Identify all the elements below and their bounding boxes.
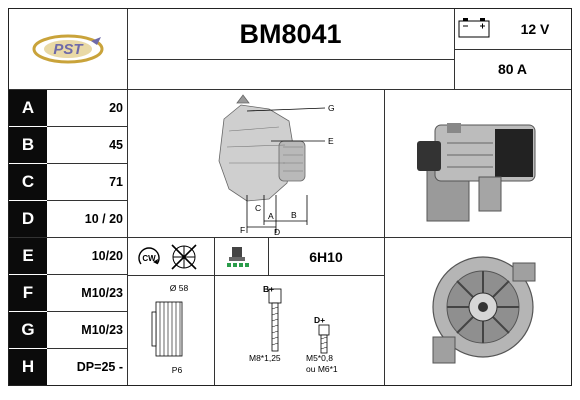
logo-text: PST — [53, 41, 84, 58]
terminal-d-plus: D+ — [314, 315, 326, 325]
row-letter: F — [9, 275, 47, 311]
divider — [268, 237, 269, 275]
regulator-icon — [223, 243, 255, 276]
part-number: BM8041 — [239, 18, 342, 49]
alternator-side-photo — [387, 93, 569, 235]
terminal-d-thread: M5*0,8 — [306, 353, 333, 363]
row-value: M10/23 — [81, 286, 123, 300]
row-letter: B — [9, 127, 47, 163]
pulley-grooves: P6 — [171, 365, 183, 375]
divider — [127, 275, 384, 276]
alternator-front-photo — [387, 241, 569, 383]
row-letter: H — [9, 349, 47, 385]
dimension-diagram: G E C A B F D — [129, 91, 383, 237]
row-letter: E — [9, 238, 47, 274]
row-letter: C — [9, 164, 47, 200]
pulley-diameter: Ø 58 — [169, 283, 189, 293]
divider — [214, 237, 215, 385]
diagram-label-e: E — [328, 136, 334, 146]
divider — [47, 163, 127, 164]
cw-rotation-icon: CW — [135, 244, 163, 275]
row-letter: D — [9, 201, 47, 237]
pulley-code: 6H10 — [309, 248, 343, 265]
spec-sheet: PST BM8041 12 V 80 A A 20 B 45 C 71 D 10… — [8, 8, 572, 386]
fan-crossed-icon — [169, 242, 199, 277]
row-value: 20 — [109, 101, 123, 115]
divider — [454, 49, 571, 50]
divider — [47, 274, 127, 275]
row-letter: G — [9, 312, 47, 348]
divider — [47, 311, 127, 312]
diagram-label-d: D — [274, 227, 280, 236]
diagram-label-g: G — [328, 103, 335, 113]
row-value: 10/20 — [91, 249, 123, 263]
divider — [127, 59, 454, 60]
diagram-label-b: B — [291, 210, 297, 220]
diagram-label-c: C — [255, 203, 261, 213]
row-value: M10/23 — [81, 323, 123, 337]
pst-logo-icon: PST — [32, 34, 104, 64]
brand-logo: PST — [9, 9, 127, 89]
terminals-drawing — [217, 277, 383, 383]
row-value: DP=25 - — [76, 360, 123, 374]
battery-icon — [458, 16, 490, 43]
amperage-value: 80 A — [497, 61, 528, 77]
divider — [47, 348, 127, 349]
pulley-drawing — [150, 298, 190, 365]
row-value: 45 — [109, 138, 123, 152]
rotation-label: CW — [142, 254, 156, 263]
divider — [9, 89, 571, 90]
terminal-b-thread: M8*1,25 — [249, 353, 281, 363]
divider — [9, 237, 571, 238]
divider — [47, 126, 127, 127]
divider — [127, 9, 128, 385]
row-value: 10 / 20 — [84, 212, 123, 226]
row-letter: A — [9, 90, 47, 126]
row-value: 71 — [109, 175, 123, 189]
terminal-d-alt: ou M6*1 — [306, 364, 338, 374]
diagram-label-a: A — [268, 211, 274, 221]
voltage-value: 12 V — [520, 21, 550, 37]
terminal-b-plus: B+ — [263, 284, 275, 294]
divider — [47, 200, 127, 201]
diagram-label-f: F — [240, 225, 245, 235]
